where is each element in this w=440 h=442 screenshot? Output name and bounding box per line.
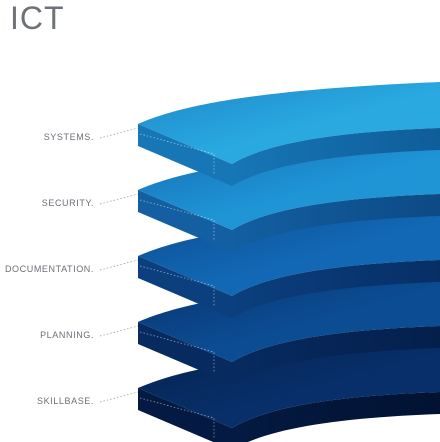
layer-label: SYSTEMS.: [43, 132, 94, 142]
layer-slab: [99, 148, 440, 252]
layer-right-face: [232, 128, 440, 186]
layer-right-face: [232, 260, 440, 318]
layer-label: PLANNING.: [40, 330, 94, 340]
layer-label: DOCUMENTATION.: [4, 264, 94, 274]
layer-slab: [99, 82, 440, 186]
label-leader-line: [99, 325, 139, 337]
label-leader-line: [99, 127, 139, 139]
layer-guide-dots: [139, 265, 215, 306]
layer-right-face: [232, 326, 440, 384]
label-leader-line: [99, 391, 139, 403]
layer-slab: [99, 214, 440, 318]
layer-label: SKILLBASE.: [36, 396, 94, 406]
layer-left-face: [138, 388, 232, 442]
layer-guide-dots: [139, 397, 215, 438]
layer-guide-dots: [139, 199, 215, 240]
layer-guide-dots: [139, 133, 215, 174]
label-leader-line: [99, 193, 139, 205]
layer-top-face: [138, 280, 440, 362]
layer-label: SECURITY.: [41, 198, 94, 208]
layer-top-face: [138, 82, 440, 164]
page-title: ICT: [10, 0, 65, 36]
layer-slab: [99, 346, 440, 442]
layer-top-face: [138, 148, 440, 230]
layer-top-face: [138, 214, 440, 296]
label-leader-line: [99, 259, 139, 271]
layer-right-face: [232, 194, 440, 252]
layer-slab: [99, 280, 440, 384]
layer-right-face: [232, 392, 440, 442]
layer-top-face: [138, 346, 440, 428]
layer-guide-dots: [139, 331, 215, 372]
